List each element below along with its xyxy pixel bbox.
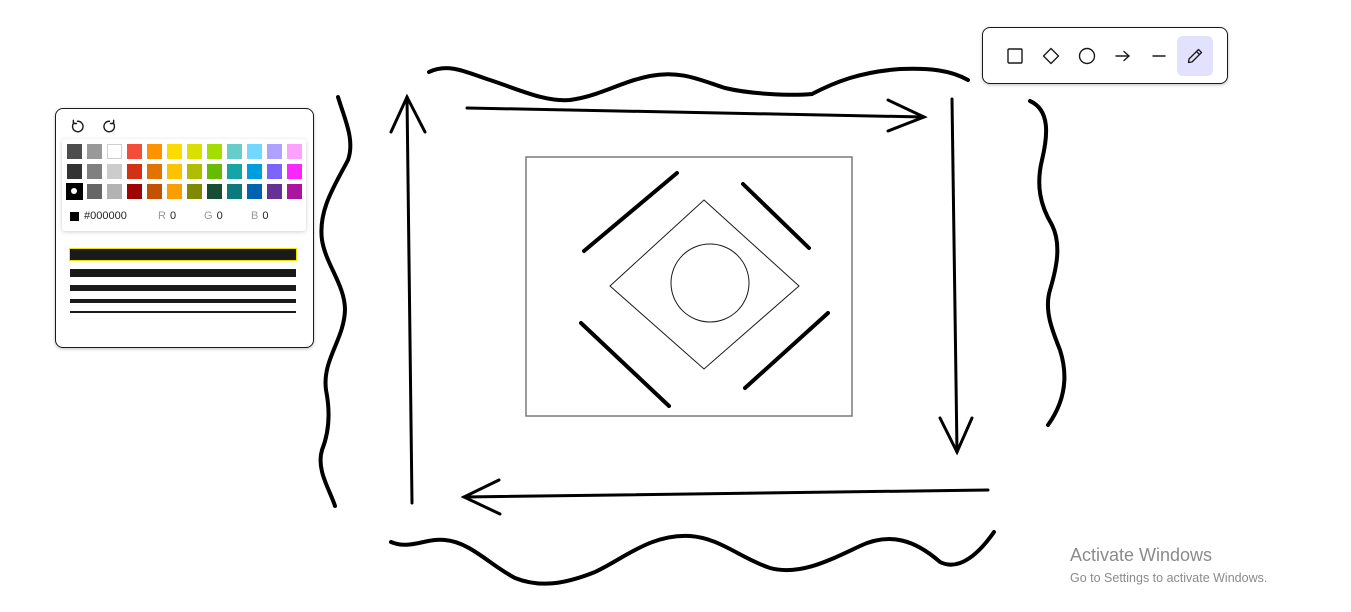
color-swatch[interactable] (247, 184, 262, 199)
color-swatch[interactable] (167, 144, 182, 159)
g-label: G (204, 210, 213, 222)
arrow-right-down[interactable] (938, 97, 974, 456)
line-icon (1152, 54, 1166, 57)
color-swatch[interactable] (127, 164, 142, 179)
pencil-icon (1187, 48, 1203, 63)
color-swatch[interactable] (67, 164, 82, 179)
color-swatch[interactable] (227, 164, 242, 179)
circle-icon (1078, 47, 1096, 64)
corner-line-top-right[interactable] (741, 182, 811, 250)
arrow-bottom-left[interactable] (460, 478, 990, 516)
circle-shape[interactable] (670, 243, 750, 323)
redo-button[interactable] (100, 117, 118, 135)
color-swatch[interactable] (67, 184, 82, 199)
color-swatch-grid (67, 144, 302, 199)
r-label: R (158, 210, 166, 222)
freehand-wave-left[interactable] (318, 95, 353, 508)
g-value[interactable]: 0 (216, 210, 223, 222)
color-swatch[interactable] (187, 164, 202, 179)
tool-diamond[interactable] (1033, 36, 1069, 76)
color-swatch[interactable] (287, 184, 302, 199)
stroke-width-option[interactable] (70, 299, 296, 303)
color-swatch[interactable] (247, 164, 262, 179)
stroke-width-options (69, 248, 298, 313)
stroke-width-option[interactable] (70, 269, 296, 277)
color-swatch[interactable] (127, 184, 142, 199)
current-color-chip (70, 211, 79, 221)
b-label: B (251, 210, 259, 222)
color-swatch[interactable] (107, 164, 122, 179)
arrow-icon (1115, 50, 1130, 61)
freehand-wave-bottom[interactable] (389, 530, 996, 586)
color-swatch[interactable] (187, 184, 202, 199)
corner-lines (579, 171, 830, 408)
arrow-top-right[interactable] (465, 98, 928, 133)
color-swatch[interactable] (267, 144, 282, 159)
undo-button[interactable] (68, 117, 86, 135)
color-swatch[interactable] (207, 144, 222, 159)
arrow-left-up[interactable] (389, 93, 427, 505)
color-swatch[interactable] (287, 164, 302, 179)
color-swatch[interactable] (267, 164, 282, 179)
diamond-shape[interactable] (609, 199, 800, 370)
diamond-icon (1042, 47, 1060, 64)
color-swatch[interactable] (87, 164, 102, 179)
color-swatch[interactable] (247, 144, 262, 159)
rectangle-icon (1007, 47, 1023, 64)
color-swatch[interactable] (147, 164, 162, 179)
b-value[interactable]: 0 (262, 210, 269, 222)
color-swatch[interactable] (167, 164, 182, 179)
color-swatch[interactable] (207, 164, 222, 179)
color-swatch[interactable] (127, 144, 142, 159)
tool-arrow[interactable] (1105, 36, 1141, 76)
color-swatch[interactable] (87, 144, 102, 159)
r-value[interactable]: 0 (169, 210, 177, 222)
tool-ellipse[interactable] (1069, 36, 1105, 76)
color-swatch[interactable] (67, 144, 82, 159)
freehand-wave-right[interactable] (1028, 99, 1067, 427)
color-swatch[interactable] (107, 144, 122, 159)
tool-pencil[interactable] (1177, 35, 1213, 76)
color-swatch[interactable] (87, 184, 102, 199)
color-swatch[interactable] (227, 184, 242, 199)
stroke-width-option[interactable] (70, 311, 296, 313)
color-swatch[interactable] (147, 144, 162, 159)
tool-rectangle[interactable] (997, 36, 1033, 76)
color-swatch[interactable] (227, 144, 242, 159)
color-swatch[interactable] (167, 184, 182, 199)
color-swatch[interactable] (187, 144, 202, 159)
rectangle-shape[interactable] (525, 156, 853, 417)
color-swatch[interactable] (147, 184, 162, 199)
freehand-wave-top[interactable] (427, 66, 970, 103)
undo-icon (71, 119, 84, 132)
activation-watermark-subtitle: Go to Settings to activate Windows. (1070, 571, 1268, 585)
tool-line[interactable] (1141, 36, 1177, 76)
activation-watermark-title: Activate Windows (1070, 545, 1213, 565)
color-swatch[interactable] (107, 184, 122, 199)
stroke-width-option[interactable] (70, 285, 296, 291)
redo-icon (102, 119, 115, 132)
corner-line-bottom-right[interactable] (743, 311, 830, 390)
corner-line-bottom-left[interactable] (579, 321, 671, 408)
hex-value[interactable]: #000000 (84, 210, 127, 222)
color-swatch[interactable] (207, 184, 222, 199)
color-swatch[interactable] (267, 184, 282, 199)
shape-toolbar (982, 27, 1228, 84)
corner-line-top-left[interactable] (582, 171, 679, 253)
stroke-width-option[interactable] (69, 248, 297, 261)
color-swatch[interactable] (287, 144, 302, 159)
